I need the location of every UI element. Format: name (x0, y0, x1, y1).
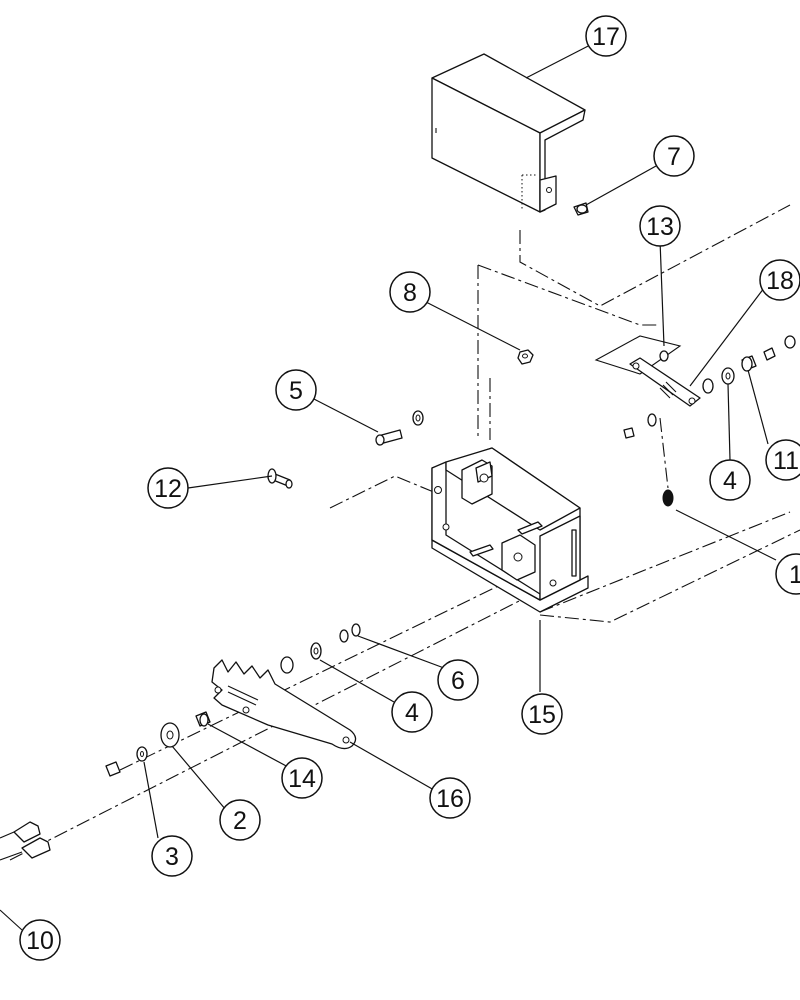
callout-14: 14 (281, 757, 323, 799)
callout-4-upper: 4 (709, 459, 751, 501)
callout-label: 13 (646, 213, 674, 241)
callout-8: 8 (389, 271, 431, 313)
lower-washers-group (280, 623, 361, 674)
callout-label: 4 (723, 467, 737, 495)
callout-label: 10 (26, 927, 54, 955)
callout-15: 15 (521, 693, 563, 735)
callout-label: 11 (773, 447, 799, 475)
callout-16: 16 (429, 777, 471, 819)
bracket-part-15 (431, 447, 589, 613)
callout-label: 17 (592, 23, 620, 51)
callout-label: 1 (789, 561, 800, 589)
callout-label: 8 (403, 279, 417, 307)
callout-label: 16 (436, 785, 464, 813)
bolt-part-5 (375, 410, 424, 446)
callout-11: 11 (765, 439, 800, 481)
callout-12: 12 (147, 467, 189, 509)
cable-part-10 (0, 821, 51, 931)
callout-label: 6 (451, 667, 465, 695)
pin-part-12 (267, 468, 293, 489)
callout-3: 3 (151, 835, 193, 877)
callout-17: 17 (585, 15, 627, 57)
callout-label: 7 (667, 143, 681, 171)
nut-part-8 (517, 349, 534, 365)
callout-label: 18 (766, 267, 794, 295)
callout-13: 13 (639, 205, 681, 247)
callout-label: 2 (233, 807, 247, 835)
callout-label: 3 (165, 843, 179, 871)
cover-part-17 (431, 53, 586, 213)
callout-5: 5 (275, 369, 317, 411)
right-hardware-group (594, 335, 796, 507)
lower-left-hardware (105, 711, 211, 777)
callout-18: 18 (759, 259, 800, 301)
callout-4-lower: 4 (391, 691, 433, 733)
screw-part-7 (573, 202, 589, 216)
callout-7: 7 (653, 135, 695, 177)
lever-part-16 (211, 659, 357, 750)
callout-2: 2 (219, 799, 261, 841)
callout-label: 5 (289, 377, 303, 405)
callout-label: 12 (154, 475, 182, 503)
callout-6: 6 (437, 659, 479, 701)
callout-label: 4 (405, 699, 419, 727)
leader-lines (143, 41, 777, 839)
callout-1: 1 (775, 553, 800, 595)
callout-label: 15 (528, 701, 556, 729)
callout-10: 10 (19, 919, 61, 961)
callout-label: 14 (288, 765, 316, 793)
